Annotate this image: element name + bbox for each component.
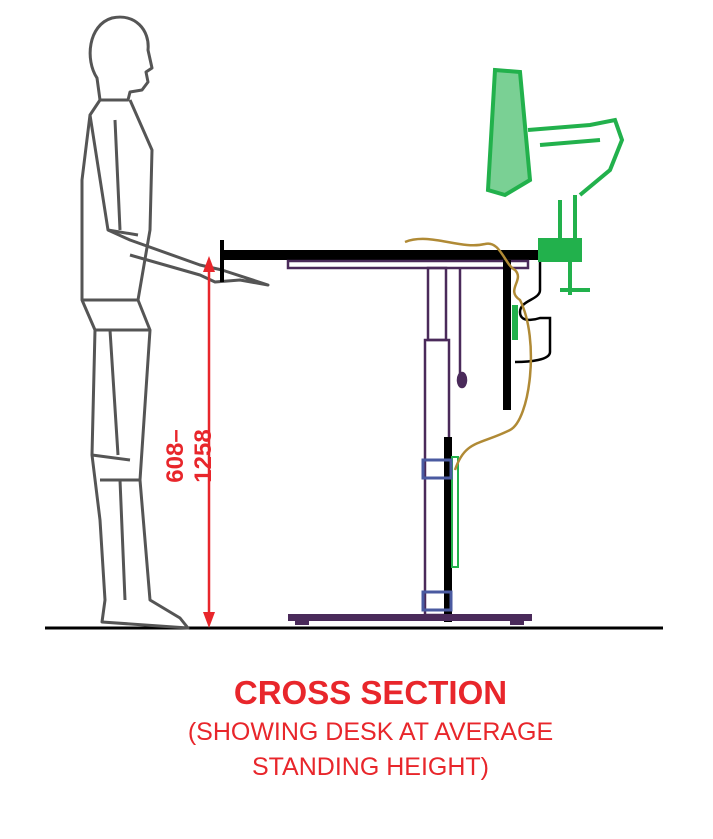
monitor-arm — [485, 67, 625, 295]
green-clip — [512, 305, 518, 340]
diagram-title: CROSS SECTION — [233, 674, 508, 711]
green-controller — [451, 456, 459, 568]
foot-pad-right — [510, 621, 524, 625]
desk-base-foot — [288, 614, 532, 621]
foot-pad-left — [295, 621, 309, 625]
diagram-subtitle-line2: STANDING HEIGHT) — [251, 753, 490, 781]
height-dimension-arrow — [203, 256, 215, 628]
clamp-upper — [421, 458, 453, 480]
desk-frame — [286, 259, 530, 270]
power-cable — [404, 237, 533, 471]
desk-front-edge — [220, 240, 224, 282]
desk-top — [222, 250, 578, 260]
height-range-label: 608–1258 — [162, 429, 217, 483]
cable-hook — [514, 260, 552, 364]
standing-person-figure — [80, 15, 270, 630]
cable-spine — [503, 260, 511, 410]
motor-bar — [444, 437, 452, 622]
diagram-subtitle-line1: (SHOWING DESK AT AVERAGE — [187, 718, 554, 746]
clamp-lower — [421, 590, 453, 612]
